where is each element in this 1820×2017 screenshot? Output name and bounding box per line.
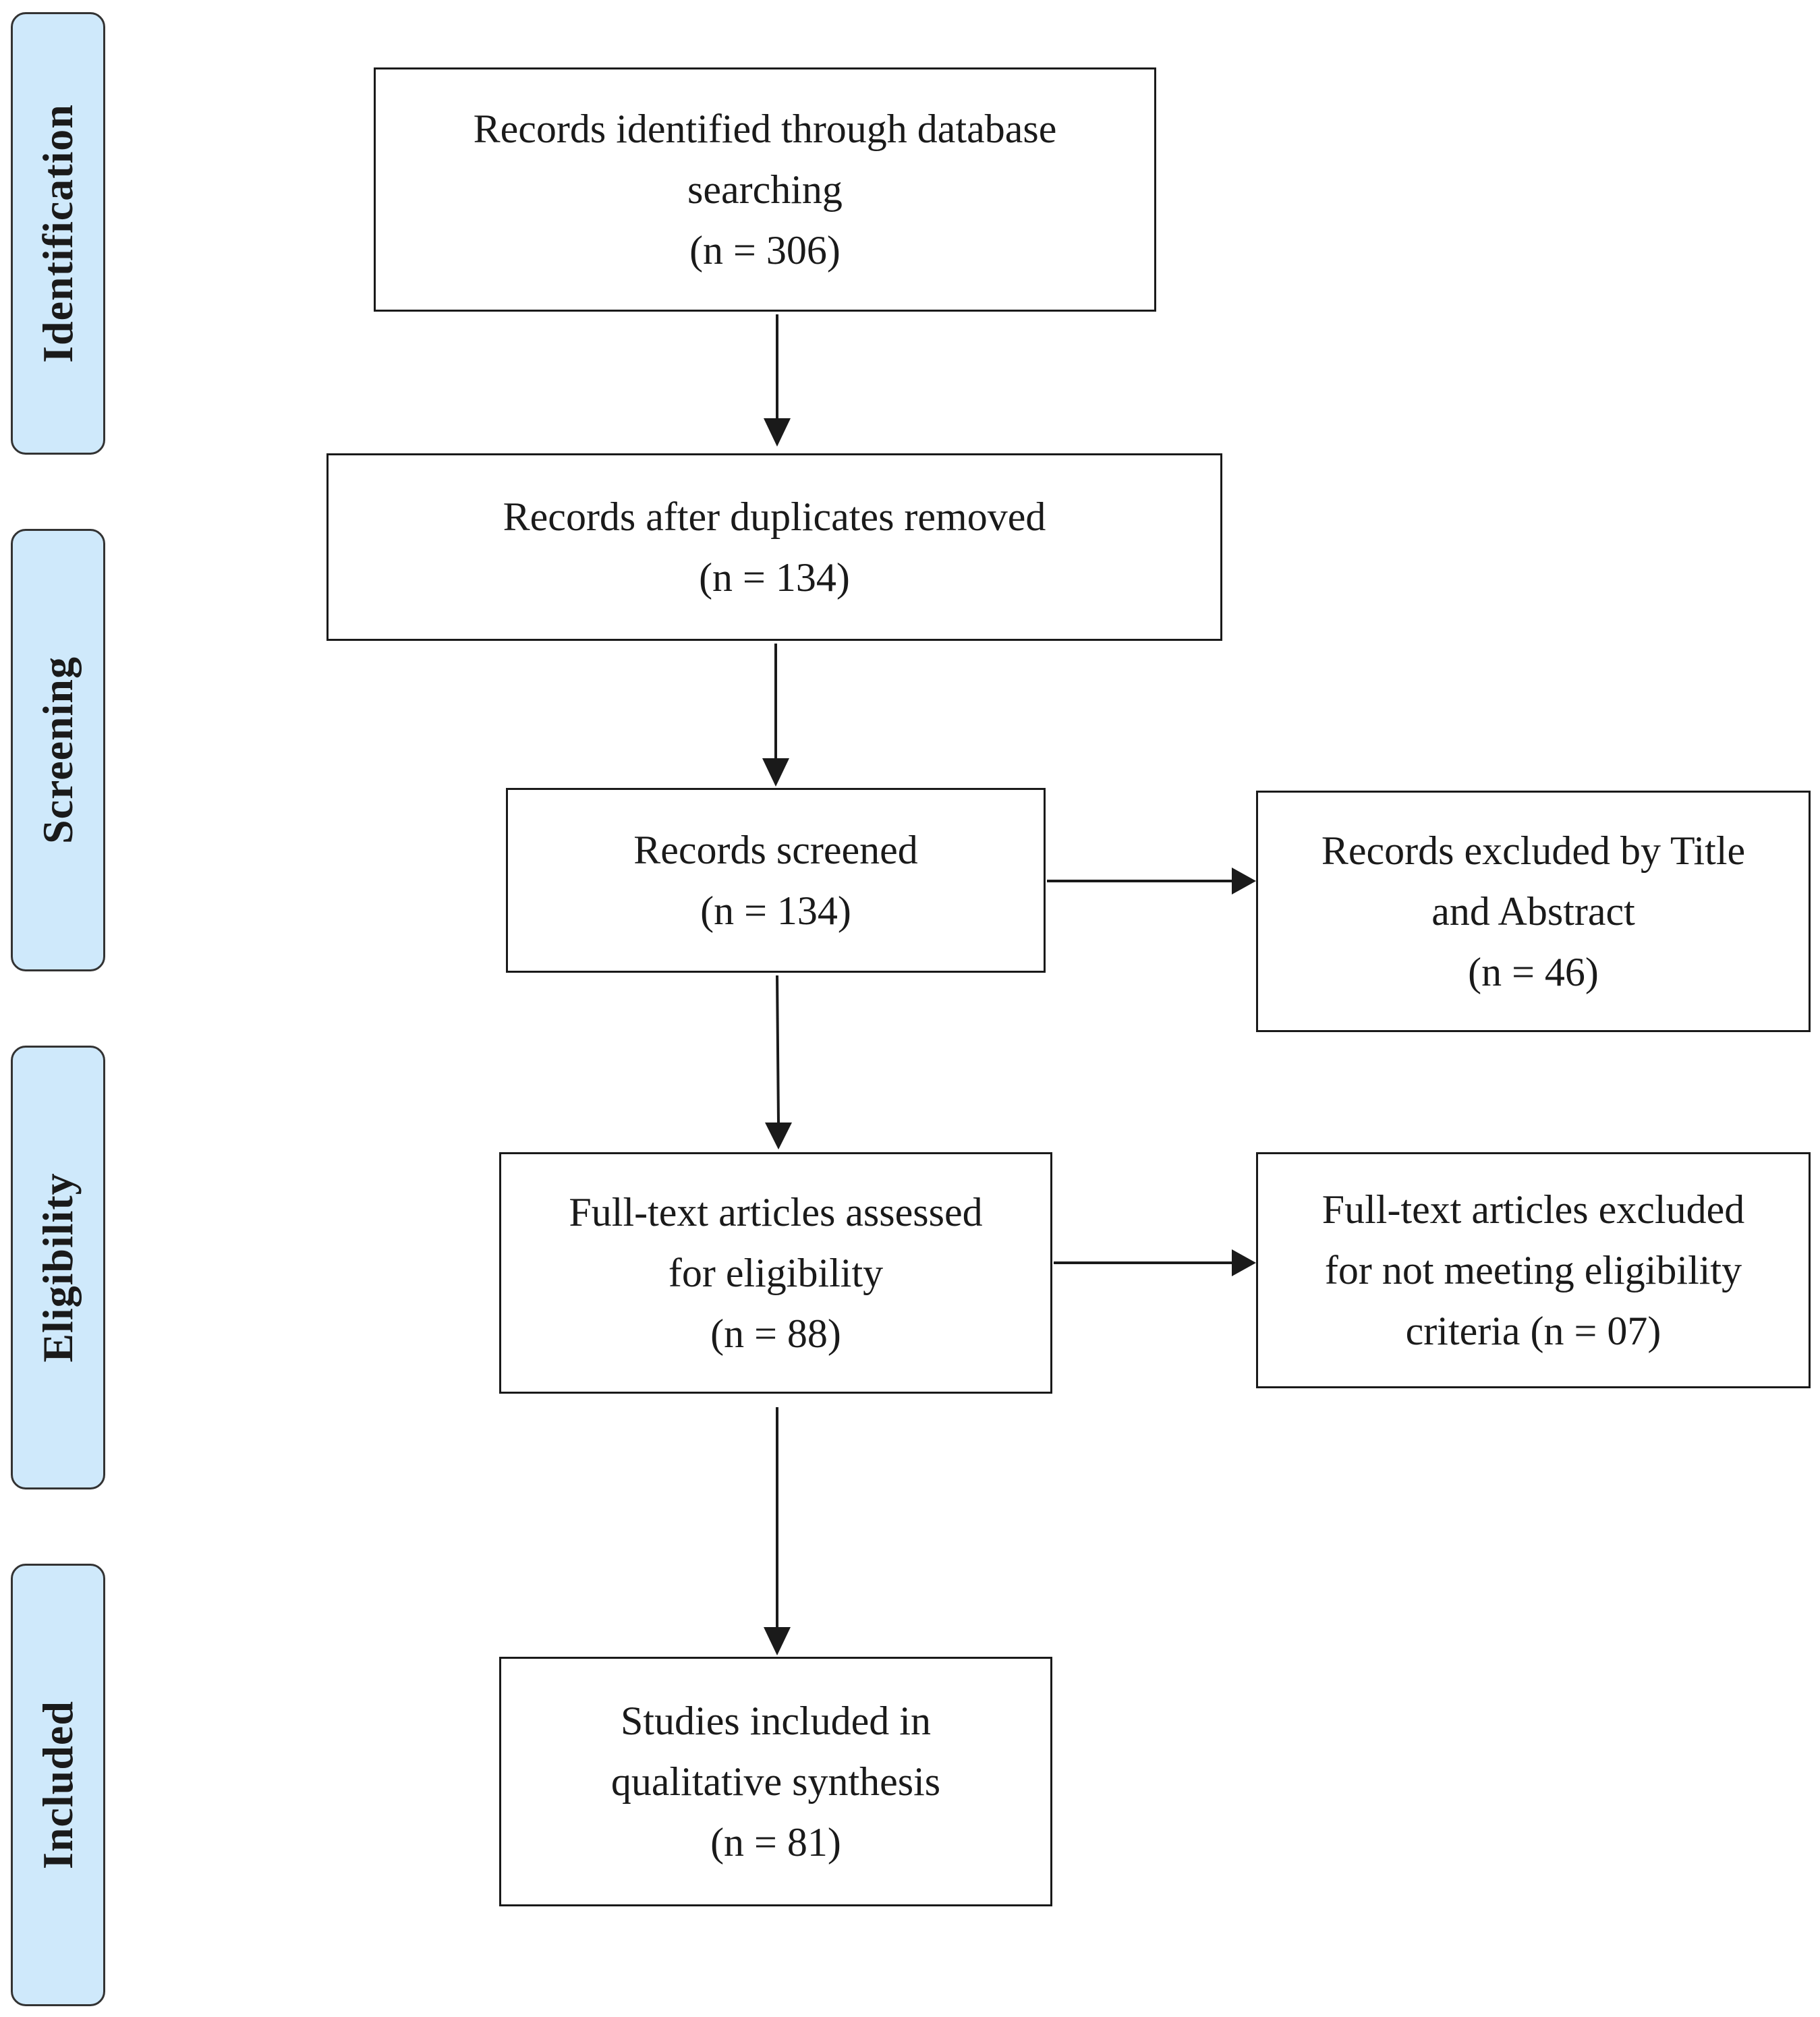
box-fulltext-assessed: Full-text articles assessed for eligibil… — [499, 1152, 1052, 1394]
stage-eligibility: Eligibility — [11, 1046, 105, 1489]
box-studies-included-text: Studies included in qualitative synthesi… — [610, 1699, 941, 1865]
arrowhead-5 — [1232, 1249, 1256, 1276]
stage-screening: Screening — [11, 529, 105, 971]
box-fulltext-excluded-text: Full-text articles excluded for not meet… — [1321, 1187, 1745, 1353]
arrow-screened-to-fulltext — [776, 975, 780, 1123]
box-records-excluded: Records excluded by Title and Abstract (… — [1256, 791, 1811, 1032]
box-records-excluded-text: Records excluded by Title and Abstract (… — [1321, 828, 1746, 994]
box-records-after-duplicates: Records after duplicates removed (n = 13… — [326, 453, 1222, 641]
arrowhead-1 — [764, 418, 791, 447]
box-records-identified: Records identified through database sear… — [374, 67, 1156, 312]
arrowhead-6 — [764, 1627, 791, 1655]
arrowhead-2 — [762, 758, 789, 787]
arrowhead-3 — [1232, 868, 1256, 894]
arrowhead-4 — [765, 1123, 792, 1149]
stage-included: Included — [11, 1564, 105, 2006]
box-studies-included: Studies included in qualitative synthesi… — [499, 1657, 1052, 1906]
box-fulltext-excluded: Full-text articles excluded for not meet… — [1256, 1152, 1811, 1388]
box-records-after-duplicates-text: Records after duplicates removed (n = 13… — [503, 494, 1046, 600]
box-records-identified-text: Records identified through database sear… — [473, 107, 1057, 273]
stage-identification: Identification — [11, 12, 105, 455]
box-records-screened: Records screened (n = 134) — [506, 788, 1046, 973]
box-records-screened-text: Records screened (n = 134) — [633, 828, 918, 933]
box-fulltext-assessed-text: Full-text articles assessed for eligibil… — [569, 1190, 983, 1356]
